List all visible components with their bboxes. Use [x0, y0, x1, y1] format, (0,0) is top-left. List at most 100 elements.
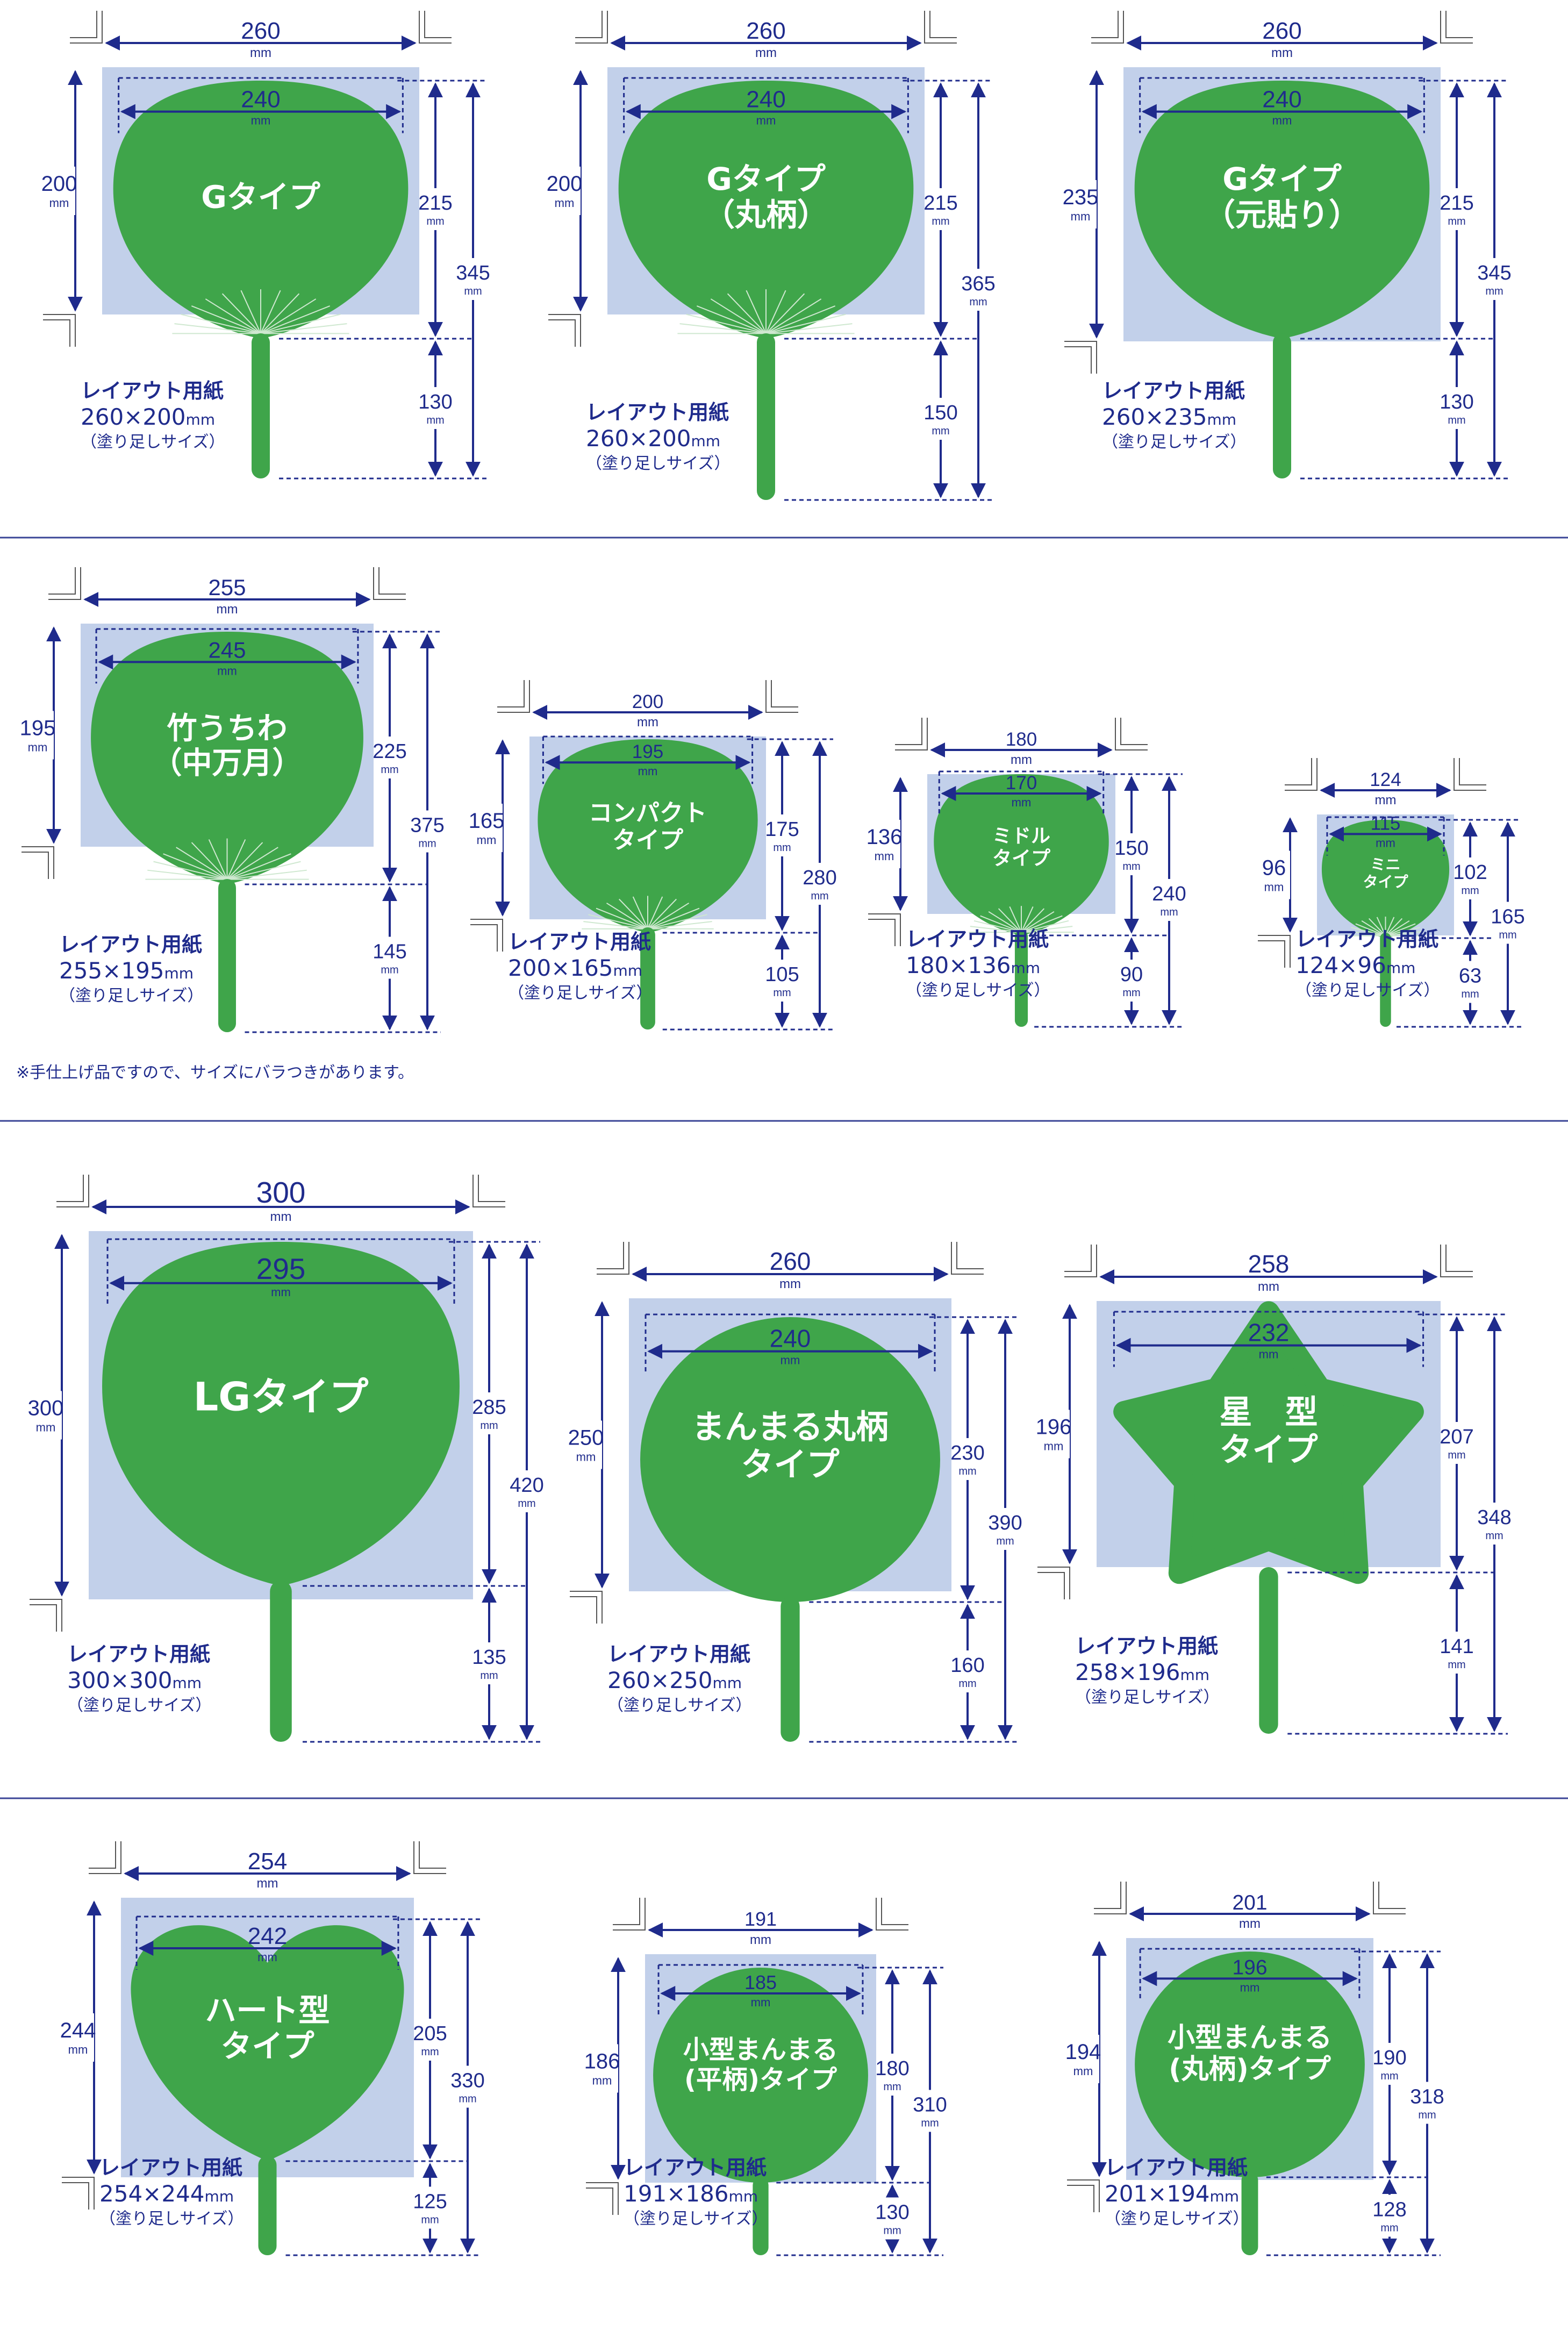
crop-mark: [56, 1175, 89, 1207]
unit-label: mm: [36, 1421, 56, 1434]
crop-line: [43, 319, 70, 347]
unit-label: mm: [464, 285, 482, 297]
fan-rib: [260, 313, 341, 334]
fan-rib: [153, 861, 227, 880]
crop-line: [22, 846, 54, 879]
crop-line: [413, 1841, 446, 1874]
unit-label: mm: [186, 411, 216, 428]
paper-height-value: 96: [1262, 856, 1286, 880]
crop-mark: [62, 2177, 95, 2210]
fan-rib: [765, 313, 846, 334]
crop-line: [597, 1242, 629, 1275]
unit-label: mm: [1239, 1917, 1261, 1931]
fan-rib: [765, 290, 786, 334]
total-height-value: 420: [510, 1474, 543, 1497]
label-bg: [512, 1470, 542, 1512]
unit-label: mm: [68, 2043, 88, 2056]
fan-handle: [1241, 2172, 1258, 2255]
fan-rib: [1385, 931, 1423, 936]
fan-rib: [221, 293, 261, 334]
fan-name: タイプ: [741, 1446, 839, 1484]
fan-rib: [260, 293, 300, 334]
unit-label: mm: [1375, 793, 1397, 807]
crop-line: [548, 319, 576, 347]
crop-line: [70, 11, 97, 38]
fan-spec-3: Gタイプ（元貼り）260mm240mm235mm215mm130mm345mmレ…: [1063, 11, 1512, 480]
unit-label: mm: [1259, 1348, 1279, 1361]
label-bg: [22, 711, 54, 760]
paper-height-value: 165: [469, 809, 505, 833]
crop-mark: [470, 919, 503, 952]
fan-rib: [588, 914, 648, 930]
fan-name: タイプ: [1219, 1431, 1318, 1469]
bleed-note: （塗り足しサイズ）: [906, 981, 1050, 1000]
unit-label: mm: [1011, 959, 1041, 977]
fan-name: （中万月）: [152, 746, 303, 781]
unit-label: mm: [1376, 836, 1395, 849]
paper-size-value: 200×165mm: [508, 955, 642, 981]
fan-head: [1321, 820, 1450, 938]
layout-width-value: 191: [744, 1908, 777, 1930]
crop-line: [373, 567, 406, 600]
fan-spec-12: 小型まんまる(平柄)タイプ191mm185mm186mm180mm130mm31…: [584, 1898, 947, 2256]
handle-height-value: 63: [1459, 965, 1481, 988]
bleed-note: （塗り足しサイズ）: [1075, 1688, 1220, 1707]
fan-spec-13: 小型まんまる(丸柄)タイプ201mm196mm194mm190mm128mm31…: [1065, 1882, 1444, 2256]
unit-label: mm: [1461, 989, 1479, 1000]
unit-label: mm: [480, 1420, 498, 1432]
fan-rib: [226, 842, 263, 880]
fan-rib: [1355, 923, 1386, 936]
crop-line: [597, 1242, 624, 1269]
fan-handle: [218, 879, 236, 1032]
crop-line: [470, 919, 503, 952]
head-height-value: 180: [875, 2057, 909, 2080]
total-height-value: 375: [410, 814, 444, 837]
fan-handle: [1014, 930, 1028, 1027]
crop-line: [575, 11, 608, 44]
unit-label: mm: [1448, 1659, 1465, 1671]
label-bg: [474, 1392, 504, 1434]
layout-paper-label: レイアウト用紙: [586, 401, 729, 424]
label-bg: [1442, 387, 1472, 429]
fan-rib: [227, 869, 307, 880]
label-bg: [1258, 850, 1290, 899]
unit-label: mm: [613, 962, 643, 980]
fan-rib: [181, 313, 261, 334]
crop-mark: [548, 314, 581, 347]
unit-label: mm: [1272, 114, 1292, 127]
paper-height-value: 136: [867, 825, 903, 849]
crop-mark: [765, 680, 798, 713]
fan-head: [618, 81, 914, 339]
fan-width-value: 170: [1006, 773, 1037, 793]
unit-label: mm: [755, 46, 777, 60]
layout-paper-label: レイアウト用紙: [59, 933, 202, 956]
unit-label: mm: [1071, 210, 1091, 223]
fan-rib: [1385, 920, 1410, 936]
unit-label: mm: [1380, 2070, 1398, 2082]
total-height-value: 310: [913, 2094, 947, 2117]
fan-rib: [647, 896, 663, 930]
fan-rib: [227, 853, 291, 880]
total-height-value: 345: [1477, 262, 1511, 284]
layout-width-value: 200: [632, 691, 663, 712]
crop-line: [22, 852, 49, 879]
layout-paper-label: レイアウト用紙: [1105, 2156, 1248, 2179]
fan-handle: [1259, 1567, 1278, 1734]
fan-name: ハート型: [205, 1992, 330, 2028]
crop-mark: [497, 680, 530, 713]
layout-width-value: 260: [1262, 18, 1301, 44]
label-bg: [1455, 857, 1485, 899]
crop-line: [62, 2177, 95, 2210]
crop-mark: [22, 846, 54, 879]
layout-paper-label: レイアウト用紙: [1102, 379, 1245, 403]
label-bg: [453, 2065, 483, 2108]
fan-name: （元貼り）: [1204, 197, 1360, 233]
crop-line: [895, 718, 928, 750]
fan-handle: [757, 333, 775, 500]
crop-mark: [472, 1175, 505, 1207]
unit-label: mm: [932, 216, 949, 227]
label-bg: [1479, 1503, 1509, 1545]
paper-size-value: 255×195mm: [59, 957, 194, 984]
